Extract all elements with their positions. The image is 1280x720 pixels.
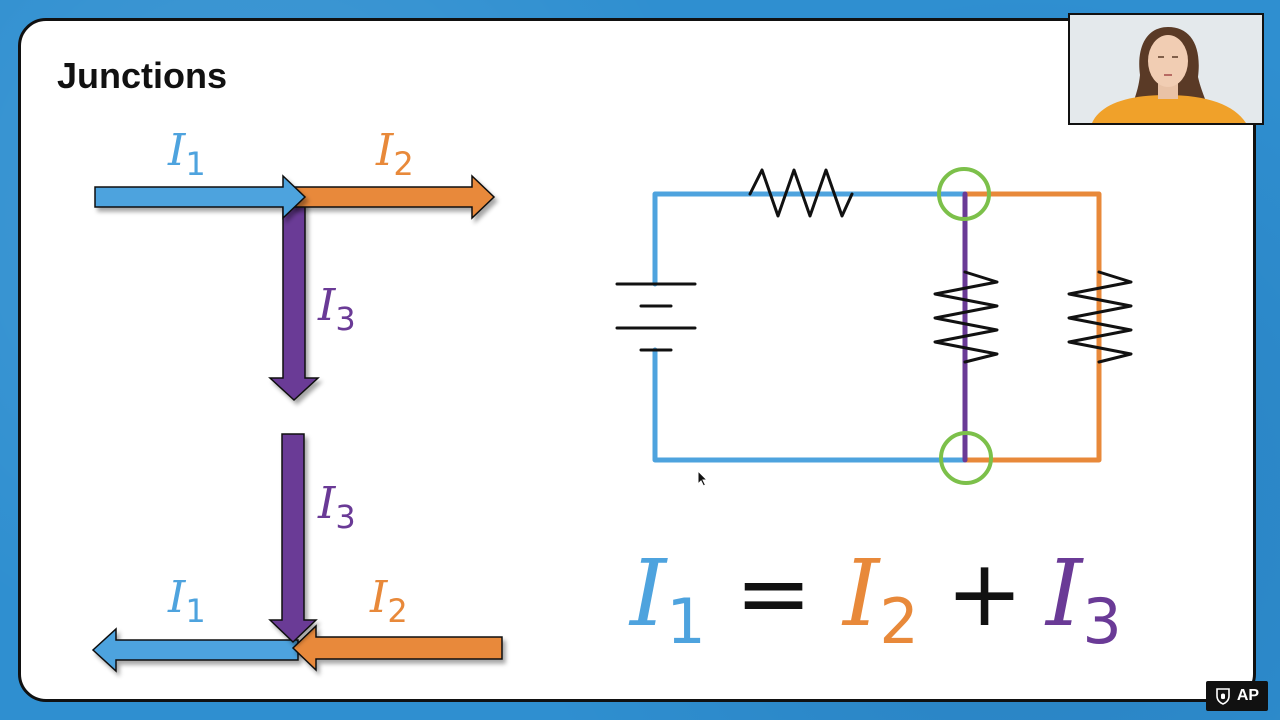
top-i2-label: I2 — [375, 125, 414, 183]
equation-term3: I3 — [1044, 540, 1122, 658]
battery-symbol — [615, 282, 697, 352]
bottom-i2-label: I2 — [369, 572, 408, 630]
presenter-image — [1070, 15, 1262, 123]
junction-marker-bottom — [939, 431, 993, 485]
equation-equals: = — [735, 540, 812, 647]
bottom-junction: I3 I1 I2 — [91, 433, 503, 673]
wire-i2-loop — [963, 191, 1102, 463]
slide: Junctions — [18, 18, 1256, 702]
bottom-i3-label: I3 — [317, 478, 356, 536]
equation-plus: + — [946, 540, 1023, 647]
top-i1-arrow — [94, 174, 307, 220]
junction-marker-top — [937, 167, 991, 221]
junction-equation: I1 = I2 + I3 — [628, 540, 1122, 658]
slide-title: Junctions — [57, 55, 228, 96]
wire-i1-top — [652, 191, 967, 287]
mouse-cursor-icon — [697, 470, 709, 487]
equation-term2: I2 — [841, 540, 919, 658]
top-i3-arrow — [268, 199, 320, 402]
ap-logo-text: AP — [1236, 687, 1260, 704]
resistor-right — [1067, 270, 1133, 364]
bottom-i3-arrow — [268, 433, 318, 644]
circuit — [615, 167, 1133, 485]
equation-lhs: I1 — [628, 540, 706, 658]
wire-i1-bottom — [652, 347, 967, 463]
top-i1-label: I1 — [167, 125, 206, 183]
bottom-i1-label: I1 — [167, 572, 206, 630]
top-junction: I1 I2 I3 — [94, 125, 496, 402]
resistor-top — [748, 168, 854, 218]
bottom-i1-arrow — [91, 627, 299, 673]
top-i3-label: I3 — [317, 280, 356, 338]
resistor-middle — [933, 270, 999, 364]
top-i2-arrow — [291, 174, 496, 220]
presenter-webcam — [1068, 13, 1264, 125]
bottom-i2-arrow — [291, 624, 503, 672]
ap-logo: AP — [1206, 681, 1268, 711]
acorn-shield-icon — [1216, 688, 1230, 705]
